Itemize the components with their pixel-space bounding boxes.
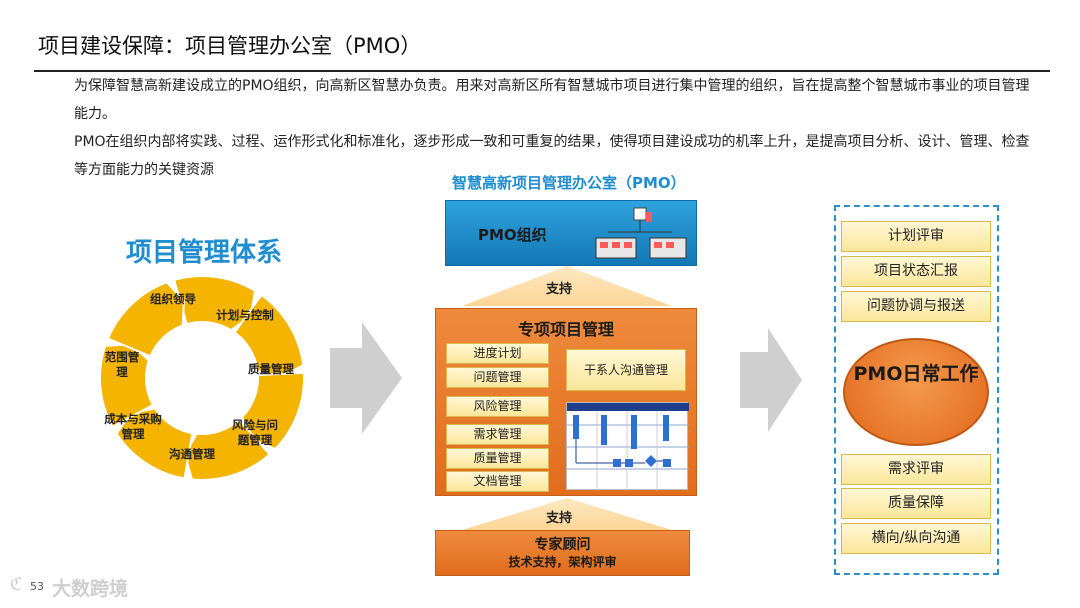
special-item-quality: 质量管理 [446,448,549,469]
daily-item-communication: 横向/纵向沟通 [841,523,991,554]
cycle-segment-risk: 风险与问题管理 [232,418,278,447]
intro-paragraph-2: PMO在组织内部将实践、过程、运作形式化和标准化，逐步形成一致和可重复的结果，使… [74,134,1030,178]
cycle-segment-shape [106,281,185,358]
expert-subtitle: 技术支持，架构评审 [508,555,617,569]
cycle-segment-communication: 沟通管理 [169,447,215,461]
cycle-segment-shape [233,293,305,379]
process-flow-thumbnail [566,402,689,491]
pmo-heading: 智慧高新项目管理办公室（PMO） [452,174,686,192]
special-item-issue: 问题管理 [446,367,549,388]
intro-paragraph-1: 为保障智慧高新建设成立的PMO组织，向高新区智慧办负责。用来对高新区所有智慧城市… [74,78,1030,122]
support-label-top: 支持 [546,282,573,297]
cycle-segment-quality: 质量管理 [248,362,294,376]
org-chart-icon [595,207,687,259]
arrow-right-icon [330,322,402,434]
cycle-segment-cost: 成本与采购管理 [104,412,162,441]
stakeholder-box: 干系人沟通管理 [566,349,686,391]
special-item-schedule: 进度计划 [446,343,549,364]
cycle-segment-scope: 范围管理 [104,350,140,379]
special-item-requirement: 需求管理 [446,424,549,445]
watermark-text: 大数跨境 [52,578,129,600]
daily-item-plan-review: 计划评审 [841,221,991,252]
cycle-segment-organization: 组织领导 [150,292,196,306]
cycle-segment-shape [99,343,155,429]
daily-core-ellipse [843,338,989,446]
daily-item-issue-coordination: 问题协调与报送 [841,291,991,322]
watermark-logo-icon: ℭ [10,574,23,595]
support-arrow-icon [462,498,672,530]
pmo-org-label: PMO组织 [478,226,547,244]
daily-item-requirement-review: 需求评审 [841,454,991,485]
special-item-document: 文档管理 [446,471,549,492]
special-item-risk: 风险管理 [446,396,549,417]
expert-title: 专家顾问 [534,537,591,553]
cycle-segment-planning: 计划与控制 [216,308,274,322]
page-title: 项目建设保障：项目管理办公室（PMO） [38,34,422,58]
support-label-bottom: 支持 [546,511,573,526]
special-project-title: 专项项目管理 [517,320,614,339]
support-arrow-icon [462,266,672,306]
page-number: 53 [30,580,44,593]
daily-core-label: PMO日常工作 [853,363,979,385]
daily-item-status-report: 项目状态汇报 [841,256,991,287]
daily-item-quality-assurance: 质量保障 [841,488,991,519]
cycle-segment-shape [241,371,305,451]
expert-box [435,530,690,576]
arrow-right-icon [740,328,802,432]
cycle-segment-shape [172,275,256,332]
system-title: 项目管理体系 [126,238,283,268]
cycle-segment-shape [183,418,272,481]
cycle-segment-shape [115,407,194,480]
daily-work-frame [834,205,999,575]
title-divider [34,70,1050,72]
management-cycle-diagram [99,275,305,481]
